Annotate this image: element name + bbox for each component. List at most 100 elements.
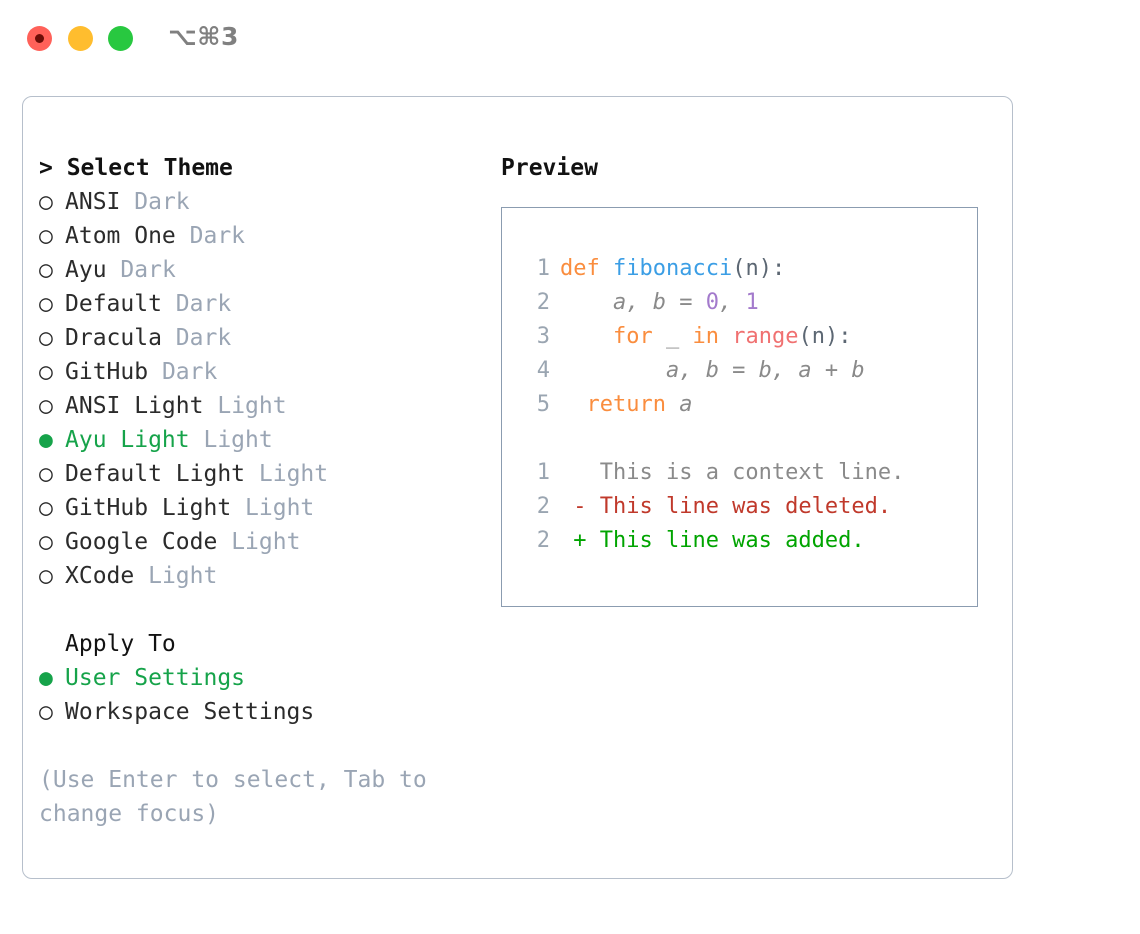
theme-option-kind: Light bbox=[203, 427, 273, 453]
select-theme-heading: > Select Theme bbox=[39, 155, 233, 181]
list-spacer bbox=[39, 593, 479, 627]
theme-option-github[interactable]: ○ GitHub Dark bbox=[39, 355, 479, 389]
code-blank-line bbox=[520, 422, 977, 456]
theme-option-ayu-light[interactable]: ● Ayu Light Light bbox=[39, 423, 479, 457]
theme-option-label: GitHub bbox=[65, 359, 149, 385]
code-token: (n): bbox=[798, 324, 852, 349]
apply-to-option-label: User Settings bbox=[65, 665, 246, 691]
code-token: (n): bbox=[732, 256, 786, 281]
theme-option-kind: Dark bbox=[134, 189, 190, 215]
theme-option-kind: Dark bbox=[175, 325, 232, 351]
theme-option-dracula[interactable]: ○Dracula Dark bbox=[39, 321, 479, 355]
code-token: a, b = bbox=[560, 290, 706, 315]
code-line: 2 a, b = 0, 1 bbox=[520, 286, 977, 320]
radio-unselected-icon: ○ bbox=[39, 393, 53, 419]
theme-picker-panel: > Select Theme ○ANSI Dark○Atom One Dark○… bbox=[39, 151, 479, 831]
theme-option-ayu[interactable]: ○ Ayu Dark bbox=[39, 253, 479, 287]
minimize-button[interactable] bbox=[68, 26, 93, 51]
theme-option-github-light[interactable]: ○GitHub Light Light bbox=[39, 491, 479, 525]
code-token: a bbox=[679, 392, 693, 417]
theme-option-label: GitHub Light bbox=[65, 495, 232, 521]
theme-option-default-light[interactable]: ○ Default Light Light bbox=[39, 457, 479, 491]
apply-to-heading: Apply To bbox=[65, 631, 176, 657]
theme-option-kind: Dark bbox=[120, 257, 176, 283]
line-number: 2 bbox=[536, 528, 550, 553]
code-token: range bbox=[732, 324, 799, 349]
theme-option-label: Ayu Light bbox=[65, 427, 190, 453]
radio-unselected-icon: ○ bbox=[39, 291, 53, 317]
theme-option-kind: Light bbox=[245, 495, 315, 521]
code-line: 1 def fibonacci(n): bbox=[520, 252, 977, 286]
theme-option-default[interactable]: ○Default Dark bbox=[39, 287, 479, 321]
apply-to-option-workspace-settings[interactable]: ○ Workspace Settings bbox=[39, 695, 479, 729]
code-token: _ bbox=[665, 324, 693, 349]
theme-option-label: Ayu bbox=[65, 257, 107, 283]
code-token: return bbox=[560, 392, 680, 417]
line-number: 4 bbox=[536, 358, 550, 383]
theme-option-ansi[interactable]: ○ ANSI Dark bbox=[39, 185, 479, 219]
code-line: 5 return a bbox=[520, 388, 977, 422]
theme-option-ansi-light[interactable]: ○ANSI Light Light bbox=[39, 389, 479, 423]
theme-option-kind: Light bbox=[217, 393, 287, 419]
diff-line: 2 + This line was added. bbox=[520, 524, 977, 558]
radio-selected-icon: ● bbox=[39, 427, 53, 453]
theme-option-kind: Light bbox=[258, 461, 329, 487]
radio-unselected-icon: ○ bbox=[39, 189, 53, 215]
line-number: 1 bbox=[536, 256, 550, 281]
recording-indicator-icon bbox=[35, 34, 44, 43]
theme-option-kind: Light bbox=[148, 563, 218, 589]
keyboard-hint-text: (Use Enter to select, Tab to change focu… bbox=[39, 767, 441, 827]
line-number: 5 bbox=[536, 392, 550, 417]
content-card: > Select Theme ○ANSI Dark○Atom One Dark○… bbox=[22, 96, 1013, 879]
theme-option-label: Google Code bbox=[65, 529, 218, 555]
diff-text: This is a context line. bbox=[560, 460, 905, 485]
code-token: fibonacci bbox=[612, 256, 733, 281]
code-token: for bbox=[560, 324, 666, 349]
theme-option-label: Dracula bbox=[65, 325, 162, 351]
diff-text: + This line was added. bbox=[560, 528, 865, 553]
radio-unselected-icon: ○ bbox=[39, 699, 53, 725]
radio-unselected-icon: ○ bbox=[39, 563, 53, 589]
code-token: def bbox=[560, 256, 613, 281]
radio-unselected-icon: ○ bbox=[39, 359, 53, 385]
theme-option-label: Default Light bbox=[65, 461, 246, 487]
diff-sample: 1 This is a context line. 2 - This line w… bbox=[520, 456, 977, 558]
radio-unselected-icon: ○ bbox=[39, 223, 53, 249]
line-number: 2 bbox=[536, 494, 550, 519]
theme-option-xcode[interactable]: ○ XCode Light bbox=[39, 559, 479, 593]
code-token: a, b = b, a + b bbox=[560, 358, 865, 383]
apply-to-option-user-settings[interactable]: ● User Settings bbox=[39, 661, 479, 695]
theme-option-label: ANSI bbox=[65, 189, 121, 215]
maximize-button[interactable] bbox=[108, 26, 133, 51]
code-token: , bbox=[718, 290, 746, 315]
code-token: 0 bbox=[705, 290, 719, 315]
window-title: ⌥⌘3 bbox=[168, 22, 239, 51]
theme-option-kind: Dark bbox=[189, 223, 246, 249]
title-bar: ⌥⌘3 bbox=[0, 0, 1140, 78]
preview-heading: Preview bbox=[501, 155, 598, 181]
theme-option-kind: Light bbox=[231, 529, 301, 555]
theme-option-google-code[interactable]: ○ Google Code Light bbox=[39, 525, 479, 559]
code-token: 1 bbox=[745, 290, 759, 315]
radio-unselected-icon: ○ bbox=[39, 461, 53, 487]
code-line: 3 for _ in range(n): bbox=[520, 320, 977, 354]
diff-line: 1 This is a context line. bbox=[520, 456, 977, 490]
theme-option-atom-one[interactable]: ○ Atom One Dark bbox=[39, 219, 479, 253]
radio-selected-icon: ● bbox=[39, 665, 53, 691]
theme-option-kind: Dark bbox=[175, 291, 232, 317]
theme-option-label: XCode bbox=[65, 563, 135, 589]
code-token: in bbox=[692, 324, 733, 349]
code-line: 4 a, b = b, a + b bbox=[520, 354, 977, 388]
apply-to-option-list: ● User Settings ○ Workspace Settings bbox=[39, 661, 479, 729]
radio-unselected-icon: ○ bbox=[39, 257, 53, 283]
theme-option-label: Atom One bbox=[65, 223, 176, 249]
line-number: 2 bbox=[536, 290, 550, 315]
radio-unselected-icon: ○ bbox=[39, 529, 53, 555]
diff-text: - This line was deleted. bbox=[560, 494, 892, 519]
apply-to-option-label: Workspace Settings bbox=[65, 699, 315, 725]
line-number: 3 bbox=[536, 324, 550, 349]
theme-option-kind: Dark bbox=[161, 359, 218, 385]
